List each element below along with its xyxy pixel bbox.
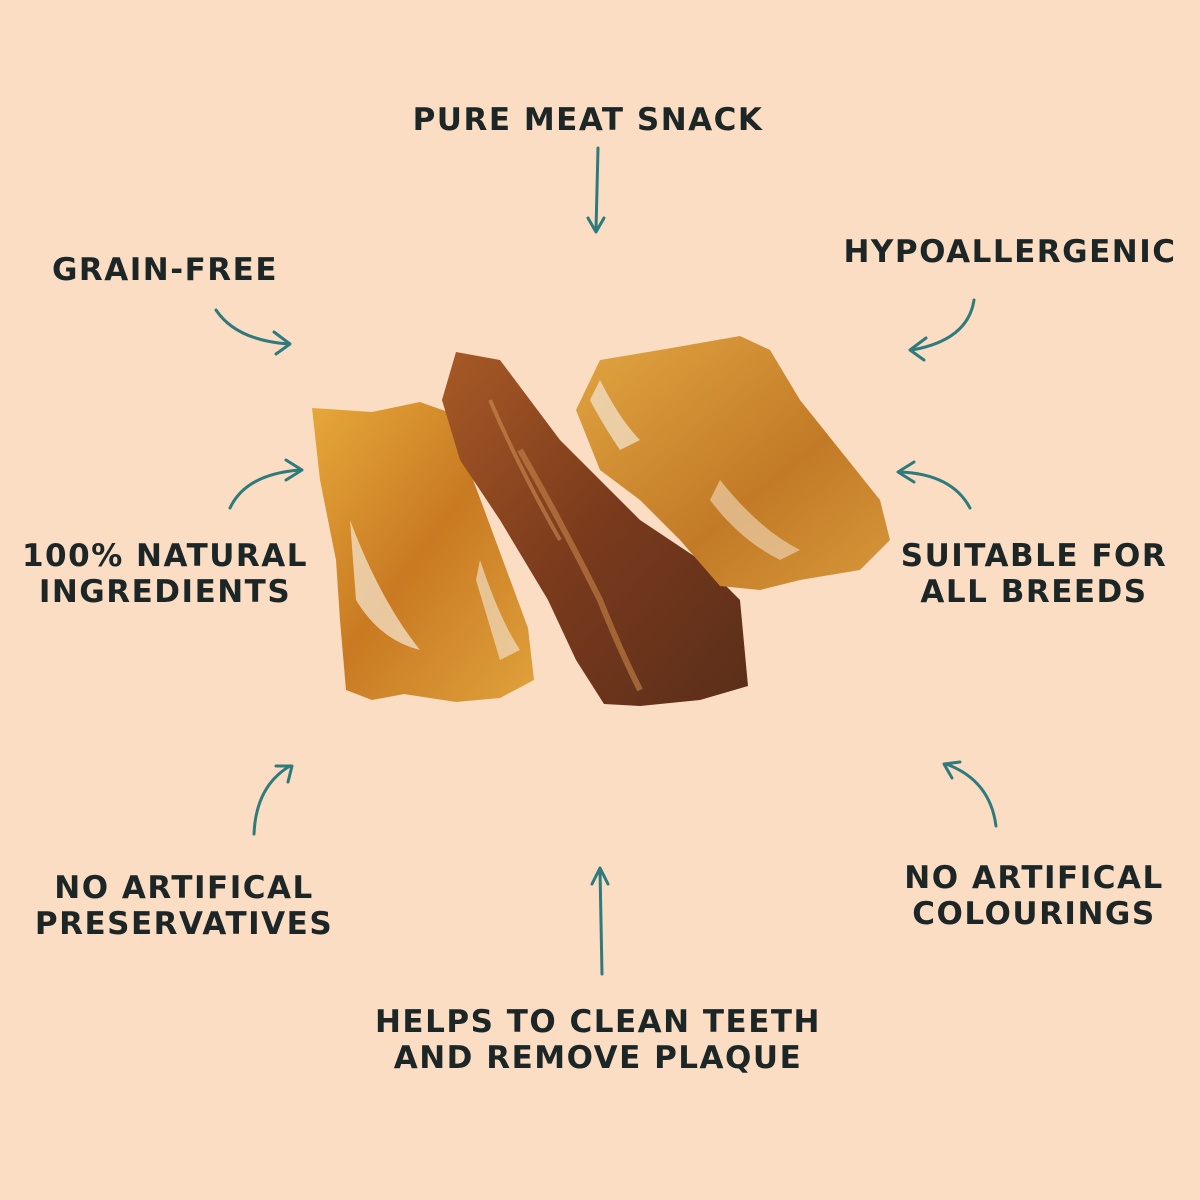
label-line: COLOURINGS xyxy=(912,896,1156,932)
label-grain-free: GRAIN-FREE xyxy=(52,252,278,288)
label-line: HELPS TO CLEAN TEETH xyxy=(374,1004,822,1040)
curved-arrow-icon xyxy=(942,760,998,828)
treat-piece-right xyxy=(576,336,890,590)
curved-arrow-icon xyxy=(896,460,972,510)
label-no-artificial-preservatives: NO ARTIFICAL PRESERVATIVES xyxy=(35,870,333,942)
treat-piece-middle xyxy=(442,352,748,706)
label-pure-meat-snack: PURE MEAT SNACK xyxy=(413,102,764,138)
treat-piece-left xyxy=(312,402,534,702)
label-line: INGREDIENTS xyxy=(38,574,292,610)
label-line: NO ARTIFICAL xyxy=(54,870,314,906)
label-clean-teeth: HELPS TO CLEAN TEETH AND REMOVE PLAQUE xyxy=(375,1004,821,1076)
label-line: 100% NATURAL xyxy=(21,538,309,574)
curved-arrow-icon xyxy=(252,764,294,836)
label-line: HYPOALLERGENIC xyxy=(843,234,1177,270)
curved-arrow-icon xyxy=(908,298,976,362)
label-line: AND REMOVE PLAQUE xyxy=(393,1040,803,1076)
label-line: NO ARTIFICAL xyxy=(904,860,1164,896)
label-line: PURE MEAT SNACK xyxy=(412,102,764,138)
curved-arrow-icon xyxy=(214,308,292,356)
curved-arrow-icon xyxy=(590,866,610,976)
label-line: GRAIN-FREE xyxy=(51,252,279,288)
curved-arrow-icon xyxy=(228,458,304,510)
label-line: ALL BREEDS xyxy=(920,574,1148,610)
curved-arrow-icon xyxy=(586,146,606,234)
label-line: PRESERVATIVES xyxy=(34,906,334,942)
label-no-artificial-colourings: NO ARTIFICAL COLOURINGS xyxy=(904,860,1163,932)
label-hypoallergenic: HYPOALLERGENIC xyxy=(843,234,1176,270)
label-natural-ingredients: 100% NATURAL INGREDIENTS xyxy=(22,538,308,610)
label-line: SUITABLE FOR xyxy=(900,538,1168,574)
label-suitable-for-all-breeds: SUITABLE FOR ALL BREEDS xyxy=(901,538,1168,610)
